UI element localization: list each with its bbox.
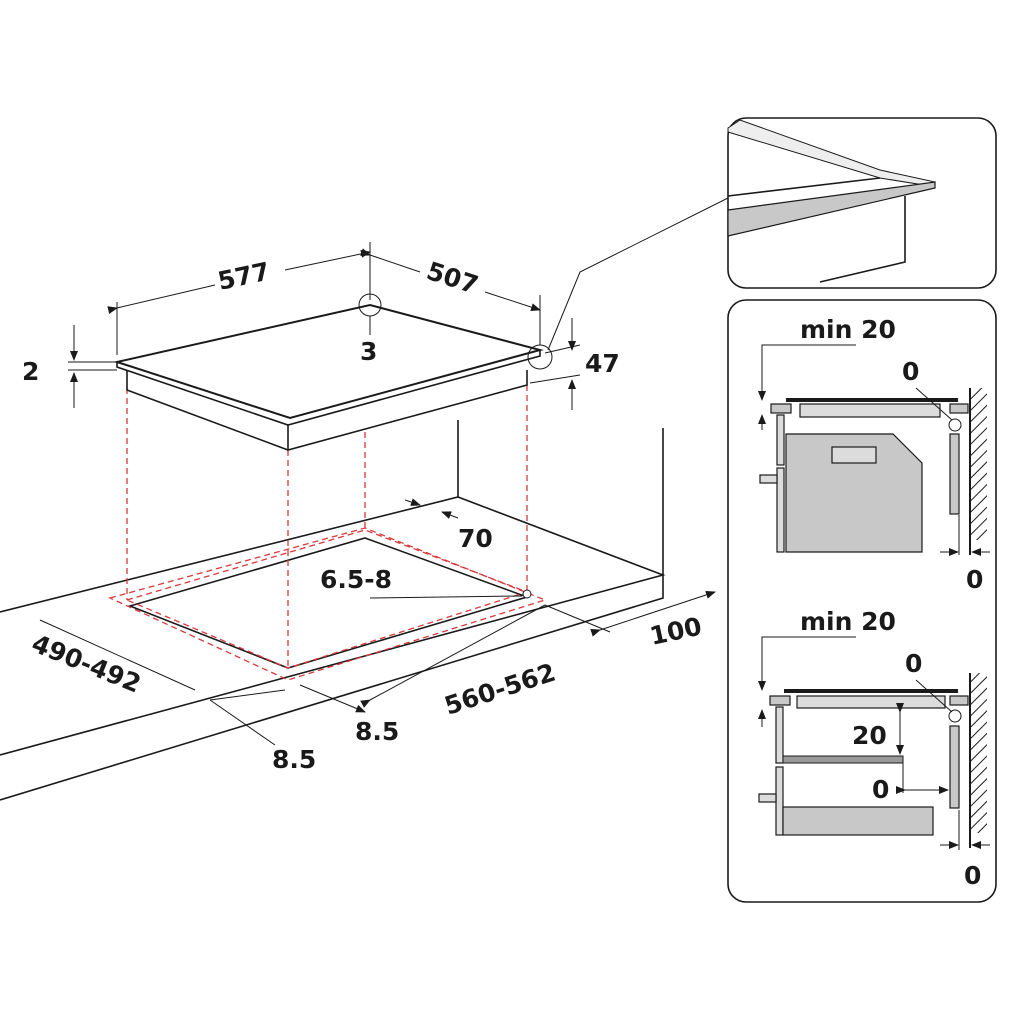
corner-radius-label: 3 xyxy=(360,337,377,366)
width-label: 577 xyxy=(215,257,272,296)
min-20-label-top: min 20 xyxy=(800,315,896,344)
gap-label-bottom: 0 xyxy=(905,649,922,678)
hole-marker xyxy=(522,589,532,599)
gap-label-top: 0 xyxy=(902,357,919,386)
min-20-label-bottom: min 20 xyxy=(800,607,896,636)
edge-detail-panel xyxy=(727,117,997,289)
back-clearance-label: 70 xyxy=(458,524,493,553)
hob xyxy=(113,293,553,599)
cutout-width-label: 560-562 xyxy=(441,658,559,721)
clearance-detail-oven xyxy=(758,344,990,556)
hole-diameter-label: 6.5-8 xyxy=(320,565,392,594)
wall-gap-label-top: 0 xyxy=(966,565,983,594)
shelf-gap-label: 20 xyxy=(852,721,887,750)
glass-thickness-label: 2 xyxy=(22,357,39,386)
margin-left-label: 8.5 xyxy=(272,745,316,774)
shelf-side-gap-label: 0 xyxy=(872,775,889,804)
front-clearance-label: 100 xyxy=(647,612,704,651)
dimension-lines xyxy=(39,197,729,746)
margin-front-label: 8.5 xyxy=(355,717,399,746)
cutout-depth-label: 490-492 xyxy=(28,629,145,699)
depth-label: 507 xyxy=(423,256,482,300)
height-label: 47 xyxy=(585,349,620,378)
countertop xyxy=(0,420,666,801)
wall-gap-label-bottom: 0 xyxy=(964,861,981,890)
clearance-detail-shelf xyxy=(758,636,990,850)
